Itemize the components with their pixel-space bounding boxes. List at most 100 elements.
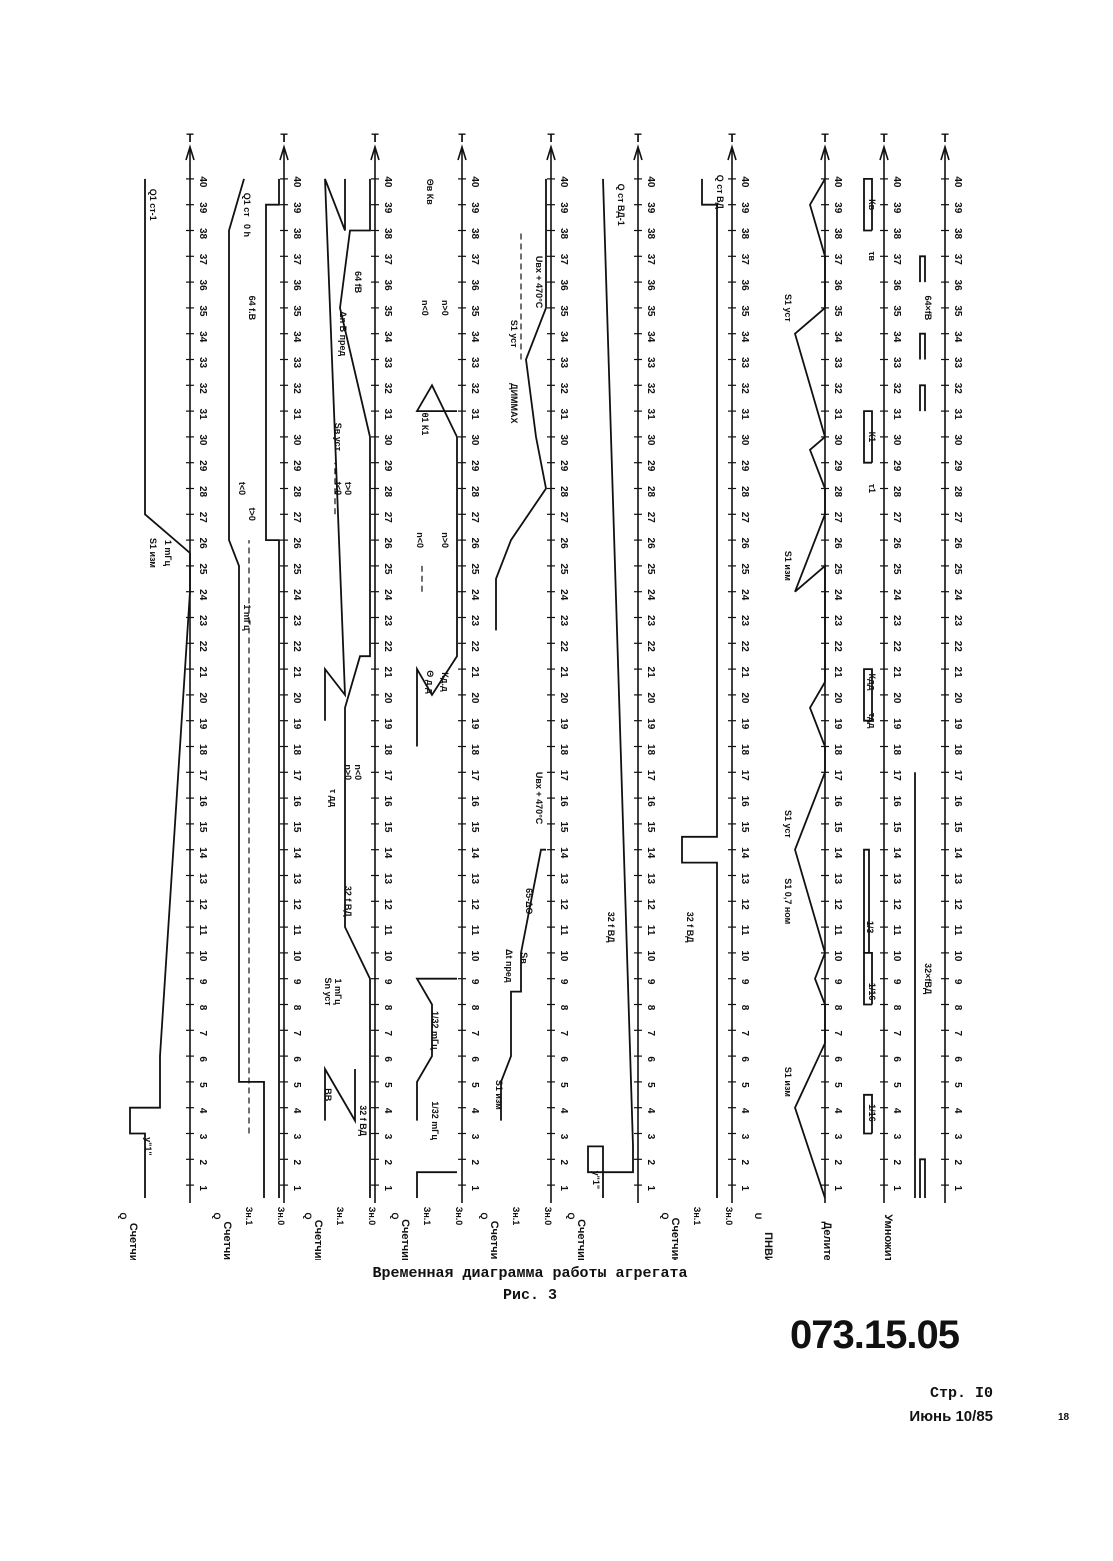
time-tick-label: 29 [739, 460, 750, 472]
time-tick-label: 14 [291, 847, 302, 859]
signal-annotation-label: 1/16 [867, 983, 877, 1001]
row-zero-label: Зн.1 [692, 1207, 702, 1226]
time-tick-label: 15 [558, 821, 569, 833]
signal-annotation-label: t<0 [237, 482, 247, 495]
time-tick-label: 20 [197, 692, 208, 704]
time-tick-label: 19 [645, 718, 656, 730]
time-tick-label: 29 [197, 460, 208, 472]
time-tick-label: 1 [832, 1185, 843, 1191]
time-tick-label: 33 [558, 357, 569, 369]
time-tick-label: 33 [469, 357, 480, 369]
signal-annotation-label: S1 изм [148, 538, 158, 568]
signal-annotation-label: Sn уст [323, 977, 333, 1006]
signal-trace [793, 178, 827, 1199]
time-tick-label: 15 [469, 821, 480, 833]
signal-annotation-label: Кдд [867, 674, 877, 691]
time-tick-label: 5 [645, 1082, 656, 1088]
time-tick-label: 36 [645, 280, 656, 292]
signal-annotation-label: τ дд [328, 789, 338, 807]
time-tick-label: 34 [558, 331, 569, 343]
time-tick-label: 15 [952, 821, 963, 833]
signal-annotation-label: Uвх + 470°С [534, 256, 544, 309]
time-tick-label: 12 [891, 899, 902, 911]
time-tick-label: 9 [952, 979, 963, 985]
time-tick-label: 26 [739, 538, 750, 550]
time-tick-label: 3 [382, 1134, 393, 1140]
time-tick-label: 18 [739, 744, 750, 756]
time-tick-label: 7 [382, 1031, 393, 1037]
time-tick-label: 4 [739, 1108, 750, 1114]
time-tick-label: 15 [291, 821, 302, 833]
time-tick-label: 28 [558, 486, 569, 498]
signal-annotation-label: n>0 [440, 532, 450, 548]
time-tick-label: 40 [291, 176, 302, 188]
time-tick-label: 16 [739, 796, 750, 808]
signal-annotation-label: n<0 [353, 764, 363, 780]
time-tick-label: 14 [952, 847, 963, 859]
time-tick-label: 20 [382, 692, 393, 704]
time-tick-label: 9 [558, 979, 569, 985]
time-tick-label: 32 [645, 383, 656, 395]
time-tick-label: 23 [291, 615, 302, 627]
time-tick-label: 38 [558, 228, 569, 240]
time-tick-label: 40 [645, 176, 656, 188]
signal-annotation-label: К1 [867, 432, 877, 443]
time-tick-label: 27 [891, 512, 902, 524]
time-tick-label: 9 [382, 979, 393, 985]
time-tick-label: 26 [832, 538, 843, 550]
time-tick-label: 30 [832, 434, 843, 446]
time-tick-label: 27 [832, 512, 843, 524]
time-tick-label: 36 [891, 280, 902, 292]
time-tick-label: 5 [291, 1082, 302, 1088]
time-tick-label: 21 [832, 667, 843, 679]
time-tick-label: 13 [645, 873, 656, 885]
time-axis-arrow [940, 144, 950, 161]
time-tick-label: 21 [952, 667, 963, 679]
time-tick-label: 11 [469, 925, 480, 936]
time-tick-label: 29 [952, 460, 963, 472]
time-tick-label: 22 [469, 641, 480, 653]
time-tick-label: 2 [645, 1160, 656, 1166]
time-tick-label: 17 [952, 770, 963, 782]
time-tick-label: 32 [739, 383, 750, 395]
time-tick-label: 36 [832, 280, 843, 292]
time-tick-label: 2 [197, 1160, 208, 1166]
signal-annotation-label: t>0 [247, 508, 257, 521]
time-tick-label: 37 [891, 254, 902, 266]
time-tick-label: 36 [382, 280, 393, 292]
time-tick-label: 11 [952, 925, 963, 936]
time-tick-label: 14 [382, 847, 393, 859]
time-tick-label: 10 [469, 950, 480, 962]
time-tick-label: 40 [952, 176, 963, 188]
time-tick-label: 13 [891, 873, 902, 885]
time-tick-label: 31 [382, 409, 393, 421]
time-tick-label: 38 [291, 228, 302, 240]
time-tick-label: 30 [291, 434, 302, 446]
time-tick-label: 37 [645, 254, 656, 266]
signal-trace [228, 178, 265, 1198]
time-tick-label: 22 [382, 641, 393, 653]
time-tick-label: 2 [469, 1160, 480, 1166]
time-tick-label: 32 [832, 383, 843, 395]
signal-annotation-label: n<0 [415, 532, 425, 548]
time-tick-label: 14 [469, 847, 480, 859]
time-tick-label: 9 [469, 979, 480, 985]
time-tick-label: 22 [558, 641, 569, 653]
signal-annotation-label: τв [867, 252, 877, 262]
time-tick-label: 39 [891, 202, 902, 214]
time-tick-label: 27 [197, 512, 208, 524]
figure-caption: Временная диаграмма работы агрегата [372, 1265, 688, 1282]
row-zero-label: Q [479, 1212, 489, 1219]
signal-trace [415, 977, 457, 1121]
time-tick-label: 17 [291, 770, 302, 782]
time-tick-label: 35 [469, 305, 480, 317]
time-tick-label: 24 [558, 589, 569, 601]
time-tick-label: 24 [197, 589, 208, 601]
time-tick-label: 28 [832, 486, 843, 498]
time-tick-label: 23 [832, 615, 843, 627]
time-tick-label: 33 [952, 357, 963, 369]
sheet-number: 18 [1058, 1412, 1070, 1423]
time-tick-label: 35 [952, 305, 963, 317]
signal-annotation-label: 1 mГц [163, 540, 173, 567]
time-tick-label: 2 [558, 1160, 569, 1166]
